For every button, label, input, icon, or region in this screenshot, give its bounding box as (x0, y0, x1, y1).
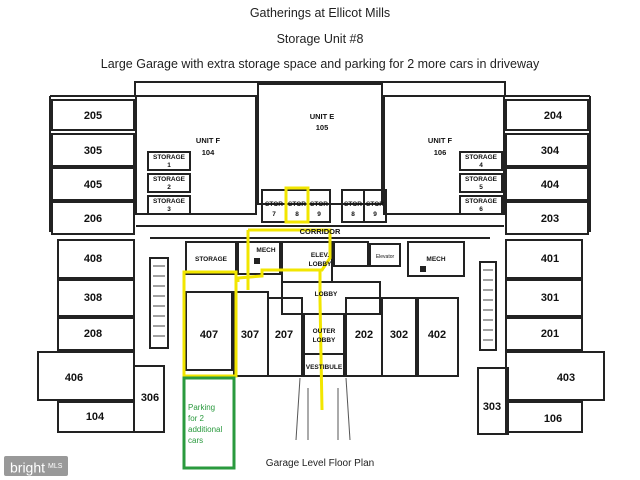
unit-202: 202 (355, 329, 373, 341)
title-line-3: Large Garage with extra storage space an… (100, 57, 540, 71)
storage-8-highlight (182, 186, 332, 411)
watermark-brand: bright (10, 459, 46, 476)
outer-lobby-line2: LOBBY (313, 337, 336, 344)
unit-405: 405 (84, 179, 102, 191)
parking-note-line3: additional (188, 425, 222, 434)
unit-204: 204 (544, 110, 563, 122)
stor-7-number: 7 (272, 211, 276, 218)
lobby-label: LOBBY (315, 291, 338, 298)
storage-1-number: 1 (167, 162, 171, 169)
unit-e-name: UNIT E (310, 112, 335, 121)
unit-104: 104 (86, 411, 105, 423)
unit-f-right-name: UNIT F (428, 136, 453, 145)
parking-note-line1: Parking (188, 403, 215, 412)
stor-9b-name: STOR (366, 201, 384, 208)
unit-305: 305 (84, 145, 102, 157)
unit-e-number: 105 (316, 123, 329, 132)
unit-404: 404 (541, 179, 560, 191)
unit-304: 304 (541, 145, 560, 157)
plan-title: Garage Level Floor Plan (266, 458, 374, 469)
elev-lobby-line2: LOBBY (309, 261, 332, 268)
elevator-label: Elevator (376, 254, 395, 260)
unit-308: 308 (84, 292, 102, 304)
unit-407: 407 (200, 329, 218, 341)
unit-201: 201 (541, 328, 559, 340)
stor-9-number: 9 (317, 211, 321, 218)
unit-301: 301 (541, 292, 559, 304)
parking-note-line2: for 2 (188, 414, 205, 423)
unit-205: 205 (84, 110, 102, 122)
unit-408: 408 (84, 253, 102, 265)
unit-206: 206 (84, 213, 102, 225)
storage-2-number: 2 (167, 184, 171, 191)
unit-402: 402 (428, 329, 446, 341)
parking-note: Parking for 2 additional cars (188, 403, 222, 445)
outer-lobby-line1: OUTER (313, 328, 336, 335)
mech-left-label: MECH (256, 247, 275, 254)
parking-note-line4: cars (188, 436, 203, 445)
unit-box (51, 99, 135, 131)
unit-f-left-name: UNIT F (196, 136, 221, 145)
storage-3-name: STORAGE (153, 198, 186, 205)
mid-storage-label: STORAGE (195, 256, 228, 263)
vestibule-label: VESTIBULE (306, 364, 343, 371)
unit-307: 307 (241, 329, 259, 341)
storage-6-name: STORAGE (465, 198, 498, 205)
stor-9b-number: 9 (373, 211, 377, 218)
storage-3-number: 3 (167, 206, 171, 213)
unit-401: 401 (541, 253, 559, 265)
unit-403: 403 (557, 372, 575, 384)
title-line-1: Gatherings at Ellicot Mills (249, 6, 391, 20)
stor-8-name: STOR (288, 201, 306, 208)
corridor-label: CORRIDOR (300, 227, 341, 236)
unit-302: 302 (390, 329, 408, 341)
stor-9-name: STOR (310, 201, 328, 208)
unit-106: 106 (544, 413, 562, 425)
stor-8-number: 8 (295, 211, 299, 218)
stor-7-name: STOR (265, 201, 283, 208)
stor-8b-name: STOR (344, 201, 362, 208)
storage-2-name: STORAGE (153, 176, 186, 183)
parking-box (182, 376, 236, 470)
storage-1-name: STORAGE (153, 154, 186, 161)
title-line-2: Storage Unit #8 (276, 32, 364, 46)
unit-f-right-number: 106 (434, 148, 447, 157)
unit-203: 203 (541, 213, 559, 225)
storage-5-number: 5 (479, 184, 483, 191)
watermark-suffix: MLS (48, 463, 63, 471)
unit-207: 207 (275, 329, 293, 341)
unit-208: 208 (84, 328, 102, 340)
storage-4-number: 4 (479, 162, 483, 169)
elev-lobby-line1: ELEV. (311, 252, 329, 259)
storage-6-number: 6 (479, 206, 483, 213)
unit-406: 406 (65, 372, 83, 384)
stor-8b-number: 8 (351, 211, 355, 218)
storage-5-name: STORAGE (465, 176, 498, 183)
unit-303: 303 (483, 401, 501, 413)
storage-4-name: STORAGE (465, 154, 498, 161)
unit-f-left-number: 104 (202, 148, 215, 157)
mech-right-label: MECH (426, 256, 445, 263)
unit-306: 306 (141, 392, 159, 404)
